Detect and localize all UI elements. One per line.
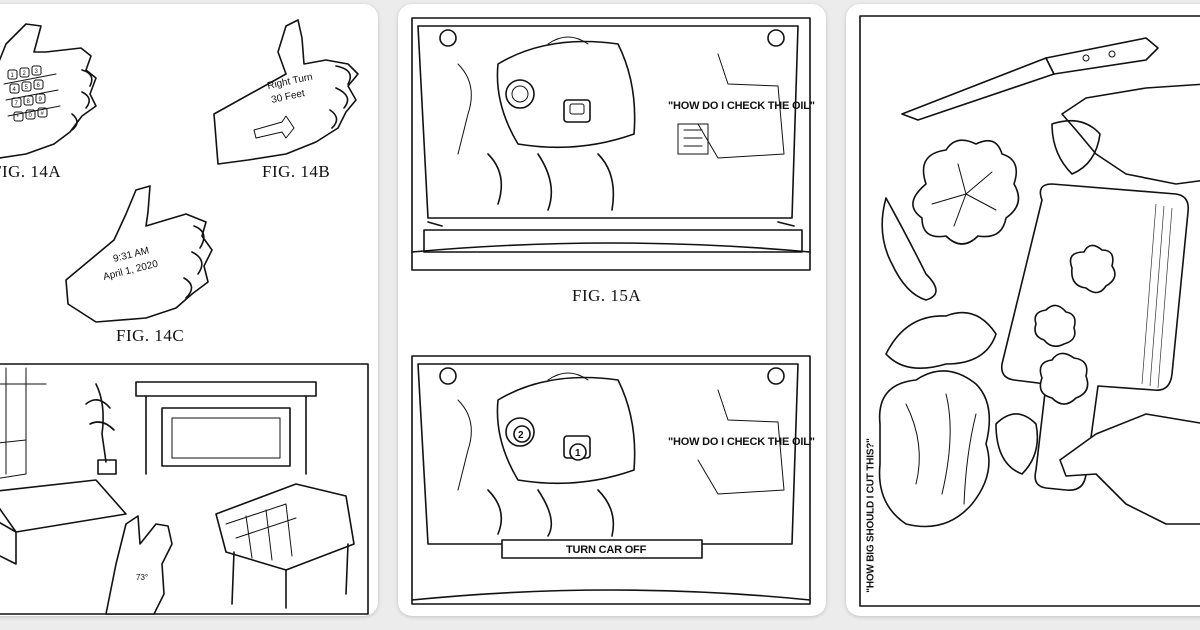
fig-14a-label: FIG. 14A [0, 162, 62, 181]
knife-illustration [901, 37, 1159, 121]
fig-15a-label: FIG. 15A [572, 286, 642, 305]
engine-bay-top-illustration [411, 17, 811, 271]
patent-panel-right: "HOW BIG SHOULD I CUT THIS?" [846, 4, 1200, 616]
keypad-key: 2 [23, 71, 27, 77]
vegetables-bottom-left-illustration [878, 311, 1039, 528]
vertical-cut-question: "HOW BIG SHOULD I CUT THIS?" [865, 438, 877, 593]
keypad-key: 9 [39, 97, 43, 103]
left-panel-drawing: Right Turn 30 Feet 9:31 AM April 1, 2020 [0, 19, 369, 615]
keypad-key: 8 [27, 99, 31, 105]
fig-14c-label: FIG. 14C [116, 326, 185, 345]
right-panel-drawing [859, 15, 1200, 607]
hand-clock-illustration: 9:31 AM April 1, 2020 [65, 185, 213, 323]
keypad-key: 4 [13, 87, 17, 93]
middle-panel-drawing: 2 1 [411, 17, 811, 605]
keypad-key: * [17, 115, 20, 121]
fig-14b-label: FIG. 14B [262, 162, 331, 181]
engine-bay-bottom-illustration: 2 1 [411, 355, 811, 605]
keypad-key: # [41, 111, 45, 117]
keypad-key: 1 [11, 73, 15, 79]
hand-navigation-illustration: Right Turn 30 Feet [213, 19, 359, 165]
patent-panel-left: Right Turn 30 Feet 9:31 AM April 1, 2020 [0, 4, 378, 616]
hand-holding-vegetable-illustration [1051, 83, 1200, 185]
hand-keypad-illustration [0, 23, 97, 159]
top-oil-question: "HOW DO I CHECK THE OIL" [668, 100, 815, 112]
living-room-illustration: 73° [0, 363, 369, 615]
room-watch-temp: 73° [136, 573, 148, 582]
keypad-key: 5 [25, 85, 29, 91]
keypad-key: 3 [35, 69, 39, 75]
step-1-marker: 1 [575, 448, 581, 459]
turn-car-off-banner: TURN CAR OFF [566, 544, 647, 556]
keypad-key: 0 [29, 113, 33, 119]
bottom-oil-question: "HOW DO I CHECK THE OIL" [668, 436, 815, 448]
keypad-key: 6 [37, 83, 41, 89]
hand-holding-board-illustration [1059, 413, 1200, 525]
step-2-marker: 2 [518, 430, 524, 441]
patent-panel-middle: 2 1 "HOW DO I CHECK THE OIL" FIG. 15A "H… [398, 4, 826, 616]
cutting-board-illustration [1000, 183, 1190, 491]
keypad-key: 7 [15, 101, 19, 107]
cauliflower-illustration [881, 139, 1020, 301]
